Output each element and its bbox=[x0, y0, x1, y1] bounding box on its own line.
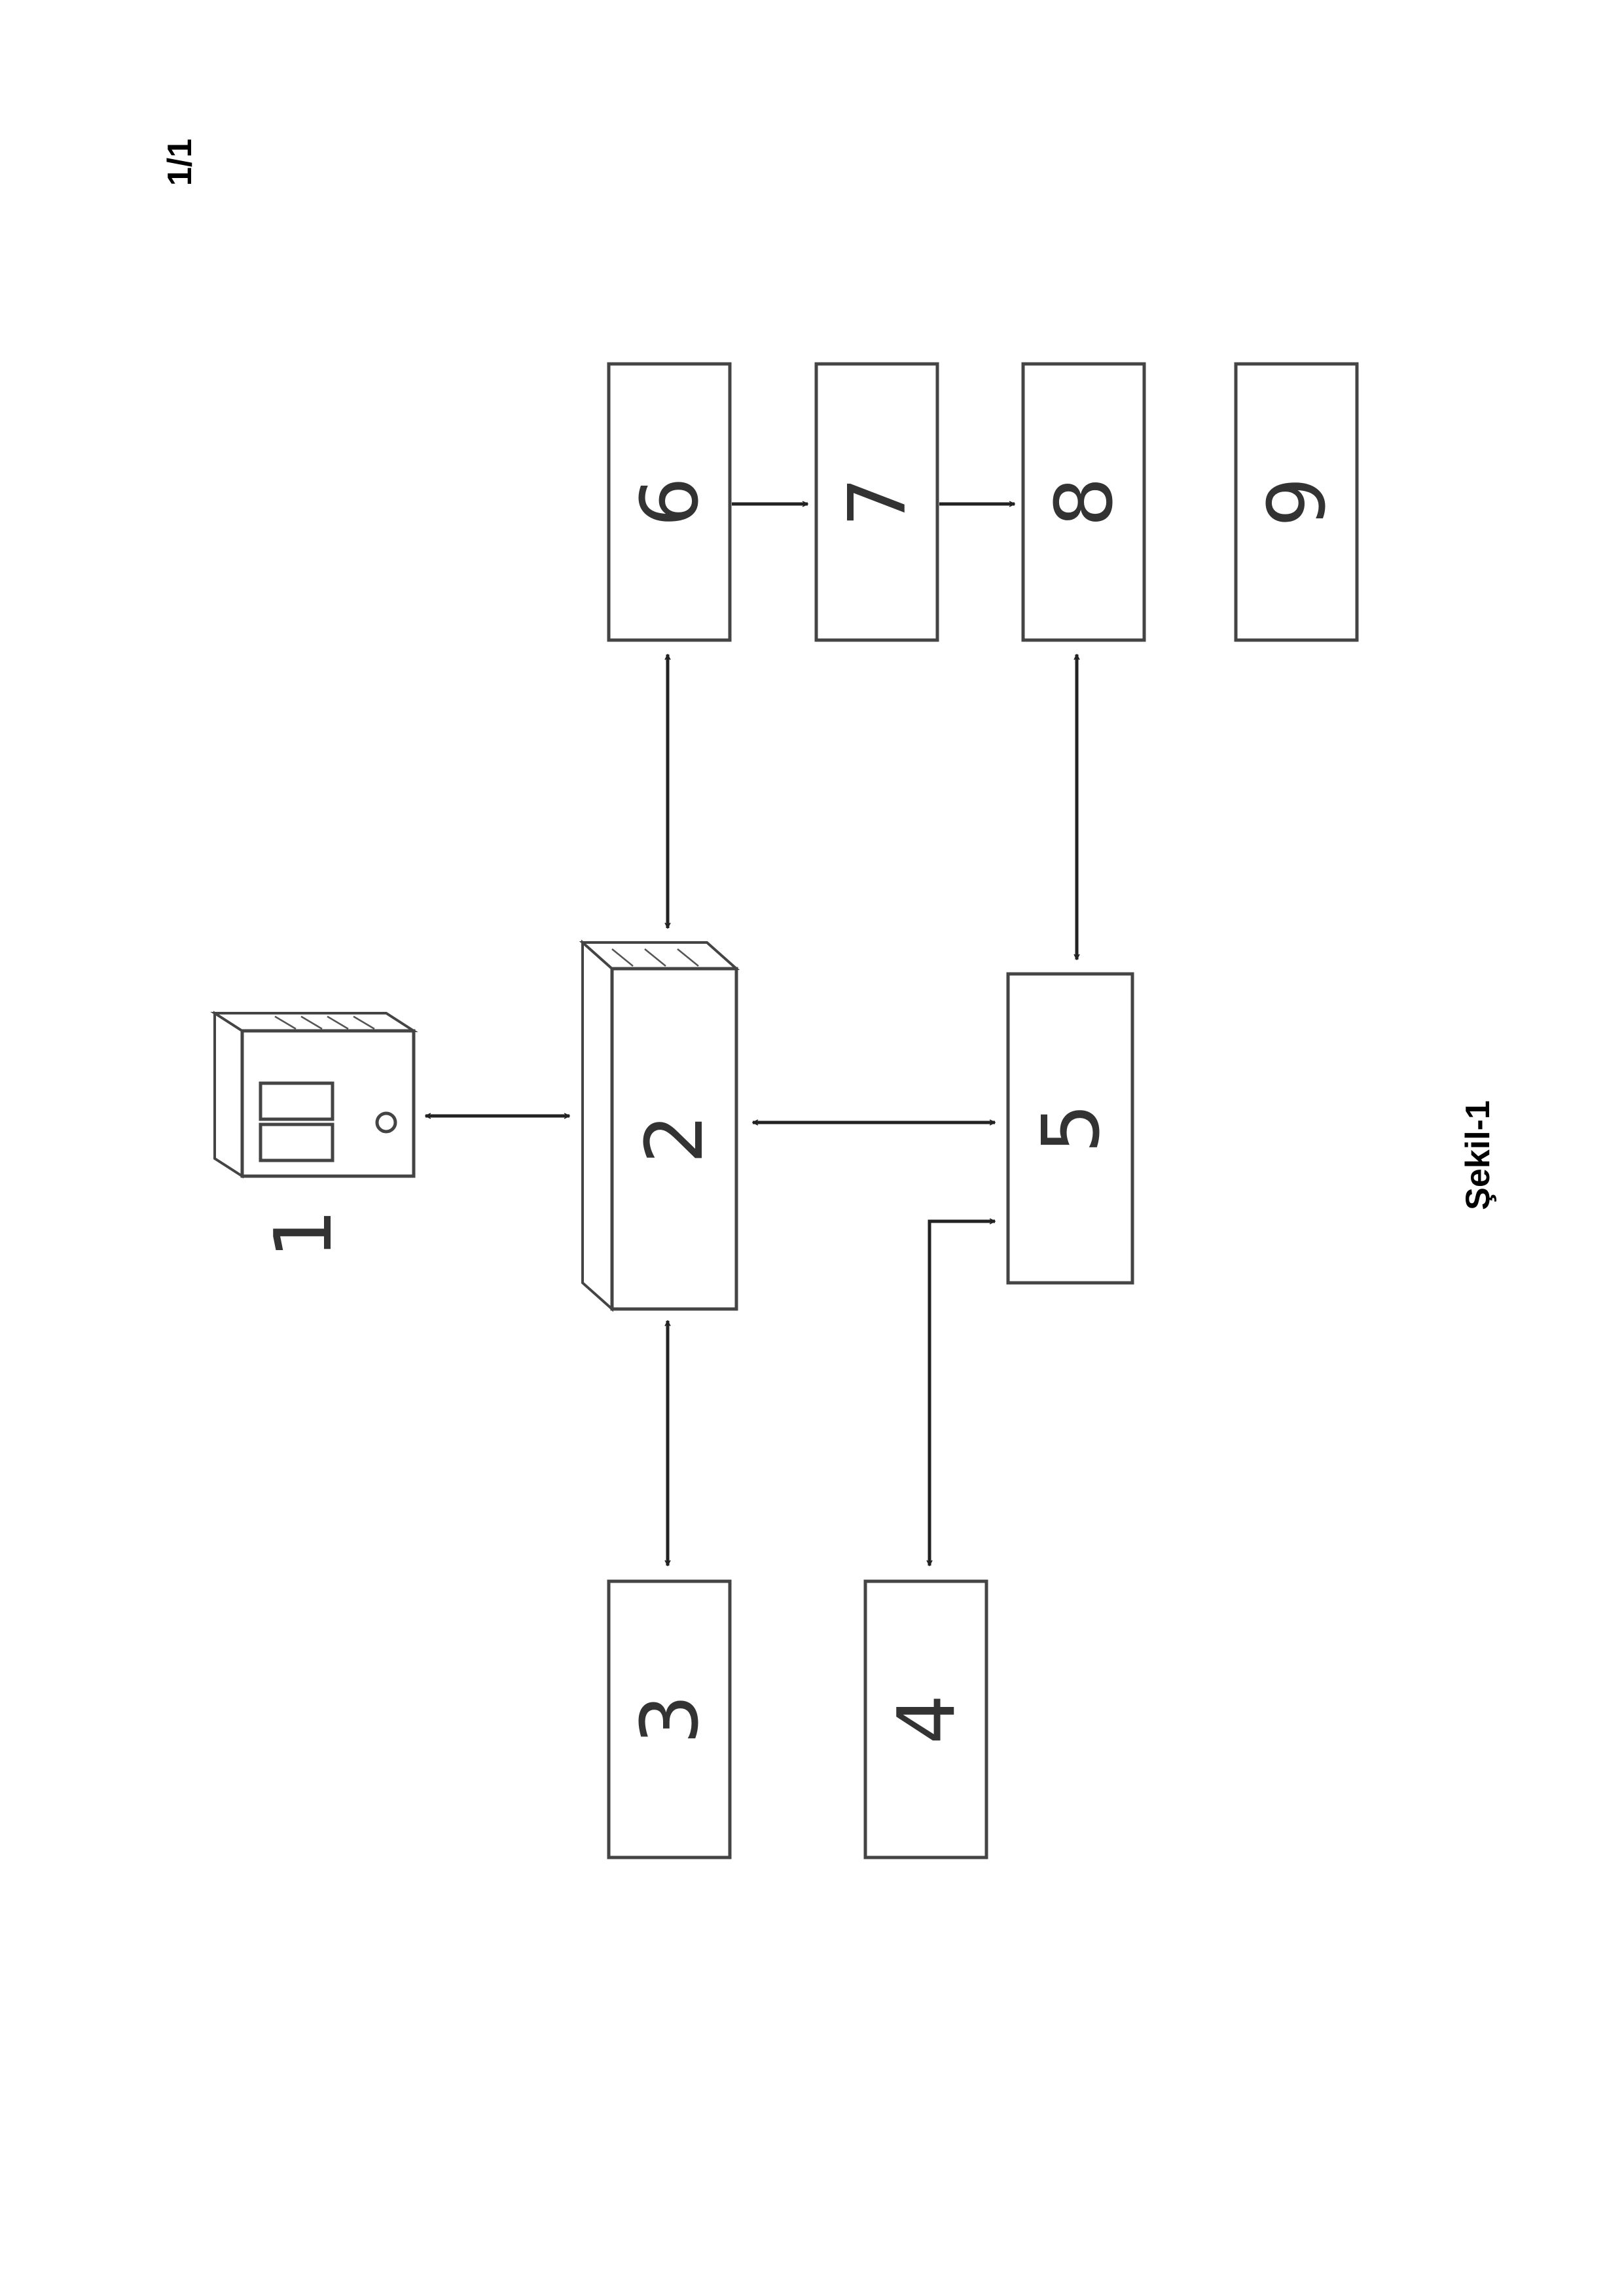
figure-caption: Şekil-1 bbox=[1459, 1100, 1497, 1210]
node-8-label: 8 bbox=[1039, 477, 1130, 527]
node-2-label: 2 bbox=[630, 1114, 721, 1164]
node-6-label: 6 bbox=[625, 477, 716, 527]
node-1-label: 1 bbox=[259, 1209, 350, 1259]
node-3: 3 bbox=[609, 1581, 730, 1857]
arrow-4-5 bbox=[929, 1221, 995, 1566]
node-9-label: 9 bbox=[1252, 477, 1343, 527]
node-2: 2 bbox=[583, 942, 736, 1309]
node-5-label: 5 bbox=[1026, 1103, 1117, 1153]
node-7: 7 bbox=[816, 364, 937, 640]
node-4-label: 4 bbox=[882, 1695, 973, 1744]
node-4: 4 bbox=[865, 1581, 986, 1857]
node-8: 8 bbox=[1023, 364, 1144, 640]
node-9: 9 bbox=[1236, 364, 1357, 640]
node-3-label: 3 bbox=[625, 1695, 716, 1744]
node-5: 5 bbox=[1008, 974, 1132, 1283]
node-7-label: 7 bbox=[833, 477, 924, 527]
node-6: 6 bbox=[609, 364, 730, 640]
page-number: 1/1 bbox=[161, 139, 199, 186]
server-icon bbox=[215, 1013, 414, 1176]
